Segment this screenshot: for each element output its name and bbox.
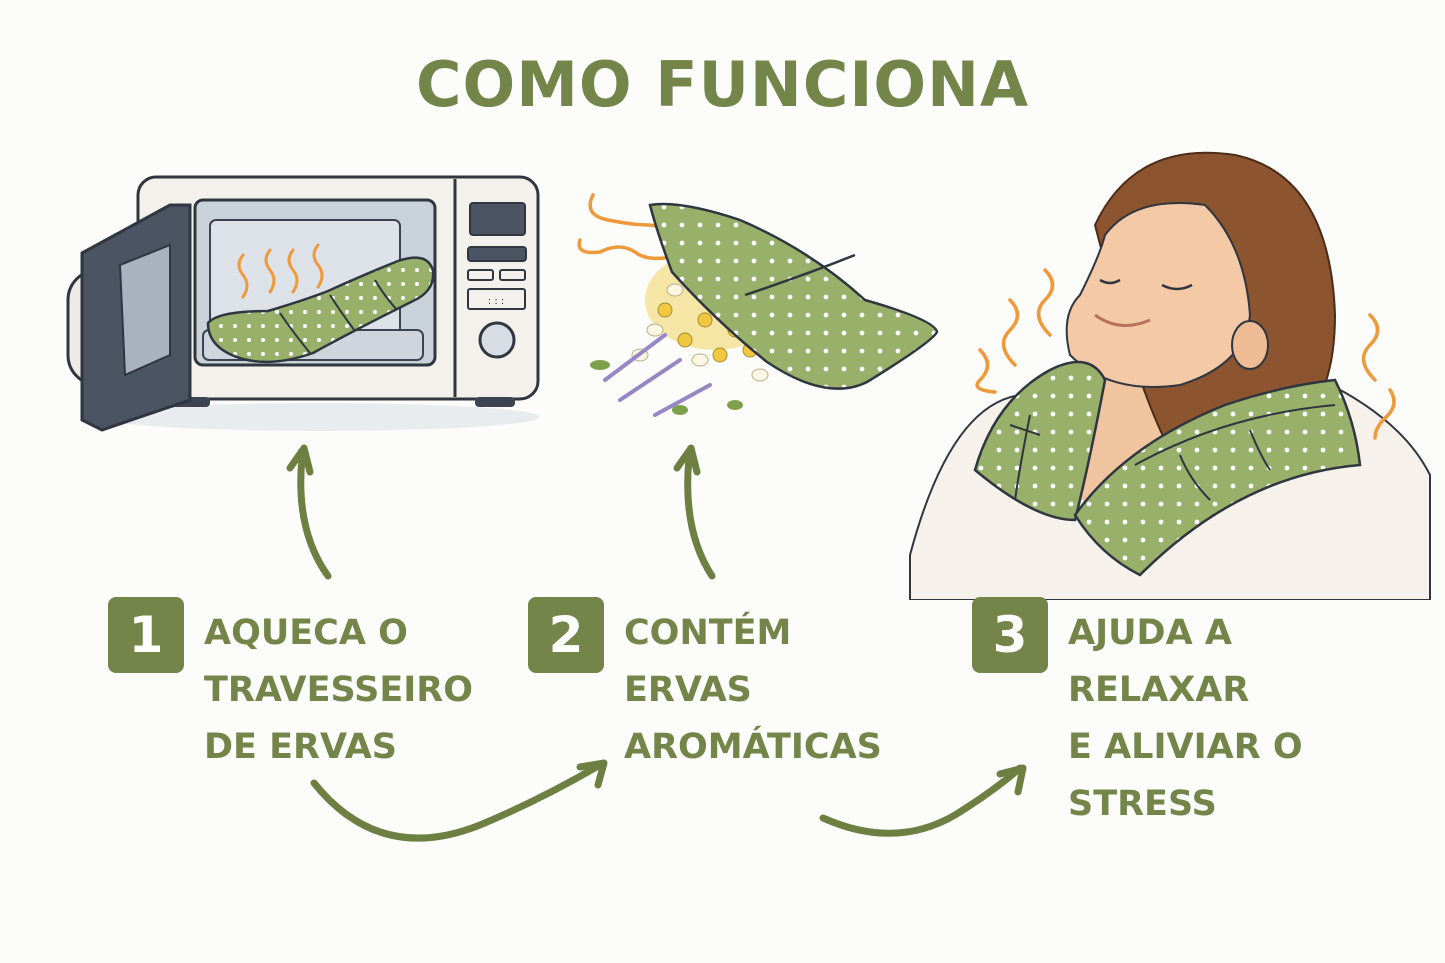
step-3: 3 AJUDA A RELAXAR E ALIVIAR O STRESS [972, 597, 1303, 833]
step-line: DE ERVAS [204, 727, 398, 767]
step-line: RELAXAR [1068, 670, 1250, 710]
step-line: TRAVESSEIRO [204, 670, 474, 710]
step-line: E ALIVIAR O [1068, 727, 1303, 767]
step-1: 1 AQUECA O TRAVESSEIRO DE ERVAS [108, 597, 473, 776]
woman-relaxing-illustration [909, 151, 1431, 600]
herbal-pouch-illustration [577, 193, 939, 417]
step-line: AROMÁTICAS [624, 727, 882, 767]
step-line: AJUDA A [1068, 613, 1232, 653]
svg-text:: : :: : : : [488, 296, 504, 307]
step-description: AQUECA O TRAVESSEIRO DE ERVAS [204, 605, 473, 776]
page-title: COMO FUNCIONA [416, 48, 1029, 121]
step-number-badge: 1 [108, 597, 184, 673]
step-line: ERVAS [624, 670, 752, 710]
step-description: CONTÉM ERVAS AROMÁTICAS [624, 605, 882, 776]
arrow-step2-to-pouch [673, 444, 716, 580]
arrow-step1-to-microwave [286, 444, 332, 580]
arrow-step1-to-step2 [310, 759, 608, 842]
step-description: AJUDA A RELAXAR E ALIVIAR O STRESS [1068, 605, 1303, 833]
step-line: CONTÉM [624, 613, 792, 653]
step-line: STRESS [1068, 784, 1217, 824]
microwave-illustration: : : : [66, 175, 540, 432]
arrow-step2-to-step3 [819, 764, 1027, 837]
step-line: AQUECA O [204, 613, 408, 653]
step-2: 2 CONTÉM ERVAS AROMÁTICAS [528, 597, 882, 776]
step-number-badge: 2 [528, 597, 604, 673]
step-number-badge: 3 [972, 597, 1048, 673]
